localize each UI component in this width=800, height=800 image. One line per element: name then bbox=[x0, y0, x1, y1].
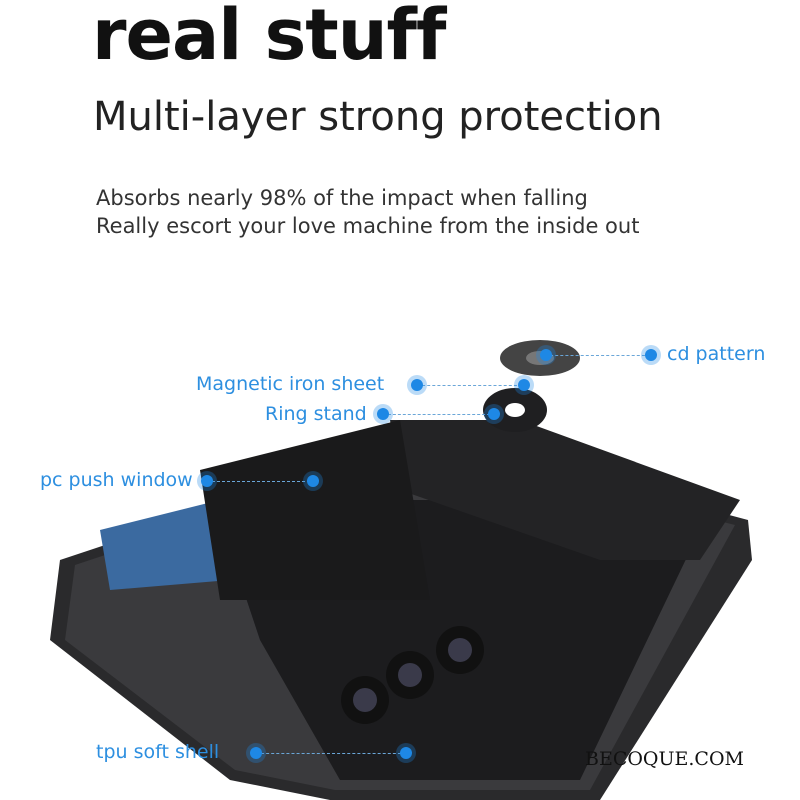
callout-dot bbox=[250, 747, 262, 759]
description-line-1: Absorbs nearly 98% of the impact when fa… bbox=[96, 186, 588, 210]
callout-magnetic-iron-sheet: Magnetic iron sheet bbox=[196, 373, 385, 395]
callout-dot bbox=[518, 379, 530, 391]
callout-dot bbox=[411, 379, 423, 391]
callout-dot bbox=[645, 349, 657, 361]
callout-pc-push-window: pc push window bbox=[40, 469, 193, 491]
callout-dot bbox=[377, 408, 389, 420]
callout-line bbox=[207, 481, 315, 482]
phone-case-illustration bbox=[50, 340, 752, 800]
subheadline: Multi-layer strong protection bbox=[93, 94, 663, 140]
description-line-2: Really escort your love machine from the… bbox=[96, 214, 640, 238]
callout-line bbox=[383, 414, 495, 415]
callout-tpu-soft-shell: tpu soft shell bbox=[96, 741, 220, 763]
callout-line bbox=[417, 385, 522, 386]
callout-line bbox=[256, 753, 406, 754]
callout-ring-stand: Ring stand bbox=[265, 403, 367, 425]
callout-dot bbox=[488, 408, 500, 420]
callout-dot bbox=[307, 475, 319, 487]
callout-dot bbox=[540, 349, 552, 361]
watermark: BECOQUE.COM bbox=[584, 748, 744, 770]
headline: real stuff bbox=[92, 0, 446, 76]
callout-line bbox=[545, 355, 650, 356]
callout-cd-pattern: cd pattern bbox=[667, 343, 766, 365]
callout-dot bbox=[201, 475, 213, 487]
callout-dot bbox=[400, 747, 412, 759]
